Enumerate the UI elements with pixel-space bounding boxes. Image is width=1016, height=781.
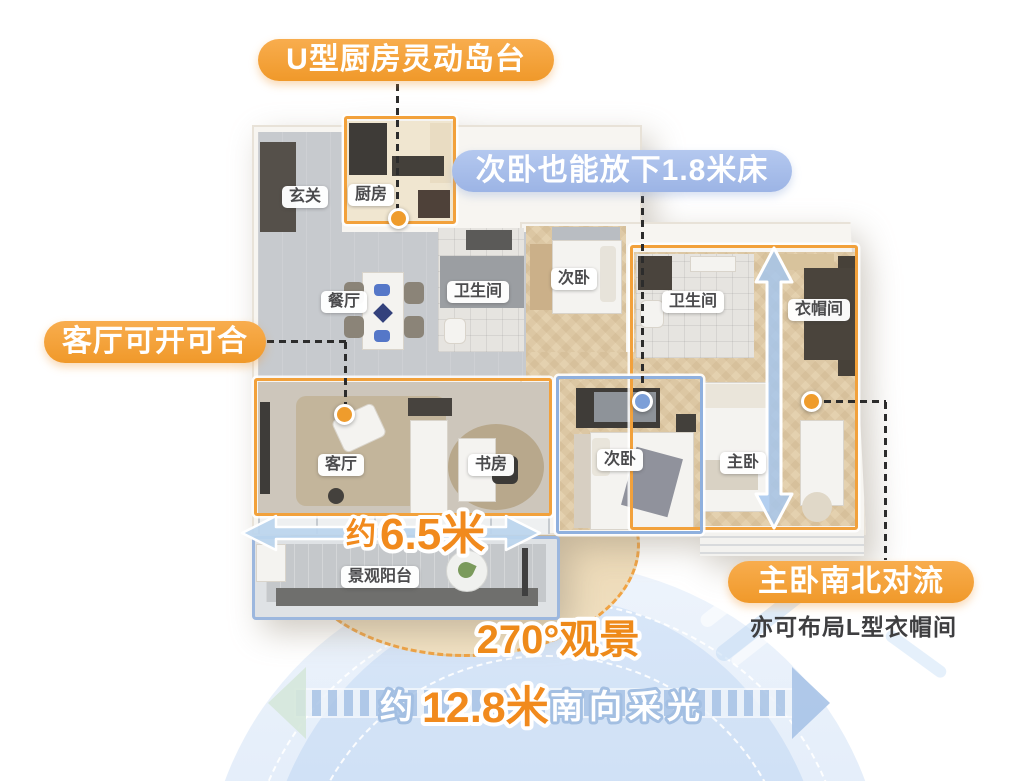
master-pouf [802, 492, 832, 522]
bathroom-toilet [444, 318, 466, 344]
dining-tableware [374, 330, 390, 342]
width-approx-label: 约 [346, 518, 376, 551]
room-label-cloakroom: 衣帽间 [788, 299, 851, 321]
living-console [408, 398, 452, 416]
living-stool [328, 488, 344, 504]
connector-master-v [884, 402, 887, 560]
bedroom-south-headboard [574, 434, 590, 528]
highlight-master-box [630, 245, 858, 530]
highlight-living-box [254, 378, 552, 516]
master-bath-sink [690, 256, 736, 272]
kitchen-counter [349, 123, 387, 175]
balcony-washer [256, 544, 286, 582]
callout-kitchen-island: U型厨房灵动岛台 [258, 39, 554, 81]
dining-tableware [374, 284, 390, 296]
bedroom-top-pillow [600, 246, 616, 302]
dining-chair [344, 316, 364, 338]
width-arrow-text: 约 6.5米 [343, 506, 490, 562]
bedroom-south-nightstand [676, 414, 696, 432]
connector-kitchen [396, 84, 399, 210]
room-label-living: 客厅 [318, 454, 365, 476]
room-label-dining: 餐厅 [321, 291, 368, 313]
anchor-dot-living-icon [334, 404, 355, 425]
callout-master-bedroom: 主卧南北对流 [728, 561, 974, 603]
master-window-sill [700, 530, 864, 556]
callout-master-note: 亦可布局L型衣帽间 [750, 614, 958, 640]
bathroom-vanity [466, 230, 512, 250]
room-label-study: 书房 [468, 454, 515, 476]
south-arrow-text: 约 12.8米 南向采光 [377, 680, 706, 734]
balcony-mat [276, 588, 538, 606]
living-sofa [410, 420, 448, 518]
dining-chair [404, 282, 424, 304]
room-label-bathroom-master: 卫生间 [662, 291, 725, 313]
south-length-value: 12.8米 [422, 684, 549, 732]
south-approx-label: 约 [380, 688, 413, 725]
balcony-shower-rail [522, 548, 528, 596]
room-label-bedroom-south: 次卧 [597, 449, 644, 471]
width-value: 6.5米 [380, 510, 485, 559]
connector-master-h [824, 400, 886, 403]
callout-living-room: 客厅可开可合 [44, 321, 266, 363]
room-label-bathroom-main: 卫生间 [447, 281, 510, 303]
south-arrow-shaft [296, 690, 792, 716]
bedroom-top-window [552, 227, 620, 241]
highlight-bedroom-south-box [556, 376, 703, 534]
width-arrow-icon [240, 514, 542, 552]
kitchen-island [392, 156, 444, 176]
callout-second-bedroom: 次卧也能放下1.8米床 [452, 150, 792, 192]
view-angle-label: 270°观景 [477, 618, 640, 662]
room-label-entry: 玄关 [282, 186, 329, 208]
airflow-arrow-icon [754, 246, 794, 530]
view-angle-text: 270°观景 [473, 614, 644, 666]
master-bed-pillows [690, 384, 768, 408]
south-arrow-right-head-icon [792, 667, 830, 739]
room-label-master: 主卧 [720, 452, 767, 474]
dining-chair [404, 316, 424, 338]
room-label-bedroom-top: 次卧 [551, 268, 598, 290]
living-tv [260, 402, 270, 494]
connector-bedroom-south [641, 196, 644, 386]
kitchen-fridge [418, 190, 450, 218]
master-bath-toilet [640, 300, 664, 328]
anchor-dot-kitchen-icon [388, 208, 409, 229]
connector-living-h [267, 340, 347, 343]
anchor-dot-bedroom-south-icon [632, 391, 653, 412]
south-facing-label: 南向采光 [550, 688, 706, 725]
south-arrow-left-head-icon [268, 667, 306, 739]
room-label-balcony: 景观阳台 [341, 566, 420, 588]
room-label-kitchen: 厨房 [348, 184, 395, 206]
anchor-dot-master-icon [801, 391, 822, 412]
connector-living-v [344, 342, 347, 404]
